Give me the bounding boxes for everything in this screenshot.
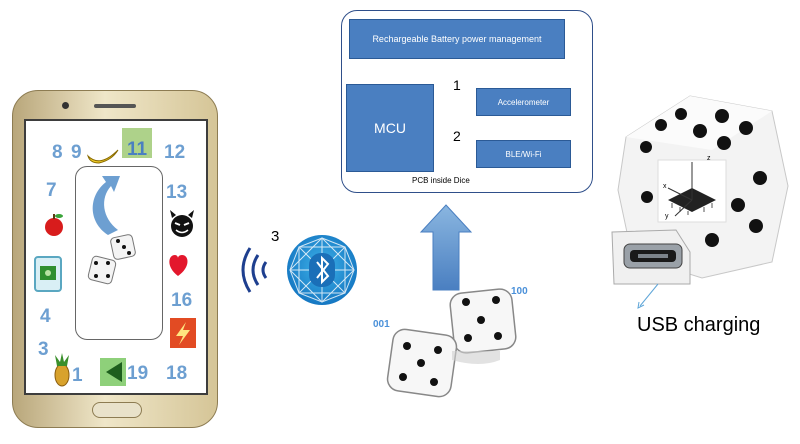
heart-icon bbox=[169, 255, 188, 276]
board-number: 13 bbox=[166, 182, 188, 203]
wireless-signal-icon bbox=[241, 247, 268, 293]
usb-pointer-line bbox=[639, 283, 659, 307]
board-number: 4 bbox=[40, 306, 51, 327]
home-button[interactable] bbox=[92, 402, 142, 418]
board-number: 12 bbox=[164, 142, 186, 163]
earpiece-speaker bbox=[94, 104, 136, 108]
bluetooth-icon bbox=[287, 235, 357, 305]
lightning-icon bbox=[170, 318, 196, 348]
svg-text:x: x bbox=[663, 183, 667, 190]
board-number: 8 bbox=[52, 142, 63, 163]
devil-icon bbox=[170, 210, 194, 237]
dice-number-right: 100 bbox=[511, 286, 528, 297]
money-icon bbox=[34, 256, 62, 292]
board-number: 9 bbox=[71, 142, 82, 163]
usb-charging-caption: USB charging bbox=[637, 314, 761, 336]
dice-number-left: 001 bbox=[373, 319, 390, 330]
up-arrow-icon bbox=[419, 204, 473, 291]
accelerometer-block: Accelerometer bbox=[476, 88, 571, 116]
rolling-dice-icon bbox=[386, 288, 517, 398]
mcu-block: MCU bbox=[346, 84, 434, 172]
chip-icon: z x y bbox=[657, 155, 727, 223]
pcb-caption: PCB inside Dice bbox=[412, 176, 470, 185]
curved-arrow-icon bbox=[92, 176, 120, 235]
apple-icon bbox=[45, 214, 63, 236]
link-label-2: 2 bbox=[453, 128, 461, 144]
back-arrow-icon bbox=[100, 358, 126, 386]
svg-text:y: y bbox=[665, 213, 669, 220]
ble-wifi-block: BLE/Wi-Fi bbox=[476, 140, 571, 168]
front-camera-icon bbox=[62, 102, 69, 109]
wireless-label: 3 bbox=[271, 228, 280, 245]
board-number: 19 bbox=[127, 363, 149, 384]
board-number: 16 bbox=[171, 290, 193, 311]
board-number: 1 bbox=[72, 365, 83, 386]
board-number: 7 bbox=[46, 180, 57, 201]
svg-text:z: z bbox=[707, 155, 711, 162]
link-label-1: 1 bbox=[453, 77, 461, 93]
pineapple-icon bbox=[54, 353, 70, 387]
dice-pair-icon bbox=[87, 234, 136, 285]
board-number: 18 bbox=[166, 363, 188, 384]
banana-icon bbox=[86, 149, 119, 164]
board-number: 11 bbox=[127, 139, 148, 160]
usb-port-icon bbox=[611, 229, 691, 285]
highlighted-tile bbox=[122, 128, 152, 158]
battery-management-block: Rechargeable Battery power management bbox=[349, 19, 565, 59]
board-number: 3 bbox=[38, 339, 49, 360]
